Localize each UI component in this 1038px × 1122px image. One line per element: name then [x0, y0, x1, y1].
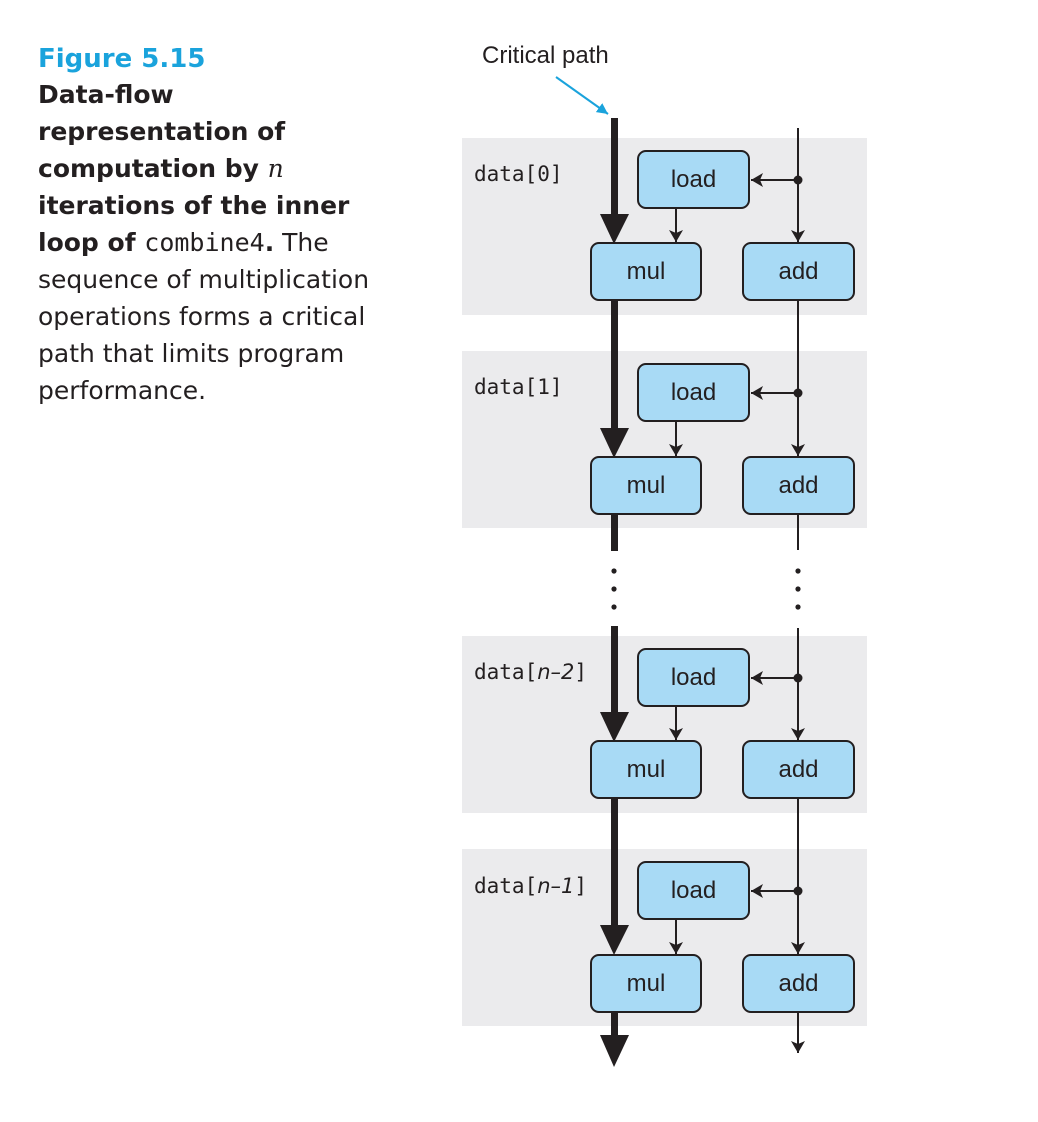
- caption-bold-2: iterations of the inner loop of: [38, 191, 350, 257]
- load-label: load: [671, 379, 716, 406]
- add-label: add: [778, 472, 818, 499]
- add-ellipsis: [795, 568, 801, 610]
- add-box: [742, 740, 855, 799]
- load-box: [637, 648, 750, 707]
- load-box: [637, 861, 750, 920]
- add-label: add: [778, 756, 818, 783]
- mul-label: mul: [627, 970, 666, 997]
- ellipsis-dot: [795, 604, 801, 610]
- critical-path-segment: [611, 626, 618, 722]
- critical-path-arrowhead: [600, 712, 629, 742]
- iteration-1: data[1] load mul add: [474, 363, 855, 515]
- add-box: [742, 242, 855, 301]
- ellipsis-dot: [611, 568, 617, 574]
- caption-variable: n: [267, 154, 284, 183]
- mul-box: [590, 242, 702, 301]
- ellipsis-dot: [611, 586, 617, 592]
- critical-path-segment: [611, 514, 618, 551]
- caption-bold-1: Data-flow representation of computation …: [38, 80, 286, 183]
- mul-box: [590, 456, 702, 515]
- ellipsis-dot: [611, 604, 617, 610]
- data-label-0: data[0]: [474, 162, 563, 186]
- critical-path-label: Critical path: [482, 42, 609, 69]
- caption-code: combine4: [144, 228, 265, 257]
- iteration-n-minus-2: data[n–2] load mul add: [474, 648, 855, 799]
- ellipsis-dot: [795, 568, 801, 574]
- mul-box: [590, 740, 702, 799]
- critical-path-pointer-arrow: [555, 76, 609, 115]
- add-label: add: [778, 970, 818, 997]
- critical-path-arrowhead: [600, 428, 629, 458]
- critical-path-segment: [611, 118, 618, 224]
- load-label: load: [671, 664, 716, 691]
- load-box: [637, 150, 750, 209]
- critical-path-segment: [611, 1011, 618, 1041]
- figure-caption: Figure 5.15 Data-flow representation of …: [38, 42, 388, 409]
- critical-path-chain: [600, 118, 629, 1067]
- mul-label: mul: [627, 756, 666, 783]
- critical-path-arrowhead: [600, 214, 629, 244]
- load-box: [637, 363, 750, 422]
- caption-text: Data-flow representation of computation …: [38, 76, 388, 409]
- mul-box: [590, 954, 702, 1013]
- critical-path-segment: [611, 300, 618, 438]
- add-box: [742, 456, 855, 515]
- add-box: [742, 954, 855, 1013]
- load-label: load: [671, 166, 716, 193]
- ellipsis-dot: [795, 586, 801, 592]
- data-label-n-minus-2: data[n–2]: [474, 660, 587, 684]
- data-label-1: data[1]: [474, 375, 563, 399]
- iteration-n-minus-1: data[n–1] load mul add: [474, 861, 855, 1013]
- caption-bold-3: .: [264, 228, 275, 257]
- iteration-0: data[0] load mul add: [474, 150, 855, 301]
- critical-path-segment: [611, 798, 618, 935]
- data-label-n-minus-1: data[n–1]: [474, 874, 587, 898]
- critical-path-arrowhead: [600, 1035, 629, 1067]
- branch-arrows: [669, 173, 803, 954]
- caption-rest: The sequence of multiplication operation…: [38, 228, 370, 405]
- add-label: add: [778, 258, 818, 285]
- mul-label: mul: [627, 258, 666, 285]
- figure-label: Figure 5.15: [38, 44, 206, 74]
- critical-path-arrowhead: [600, 925, 629, 955]
- mul-label: mul: [627, 472, 666, 499]
- load-label: load: [671, 877, 716, 904]
